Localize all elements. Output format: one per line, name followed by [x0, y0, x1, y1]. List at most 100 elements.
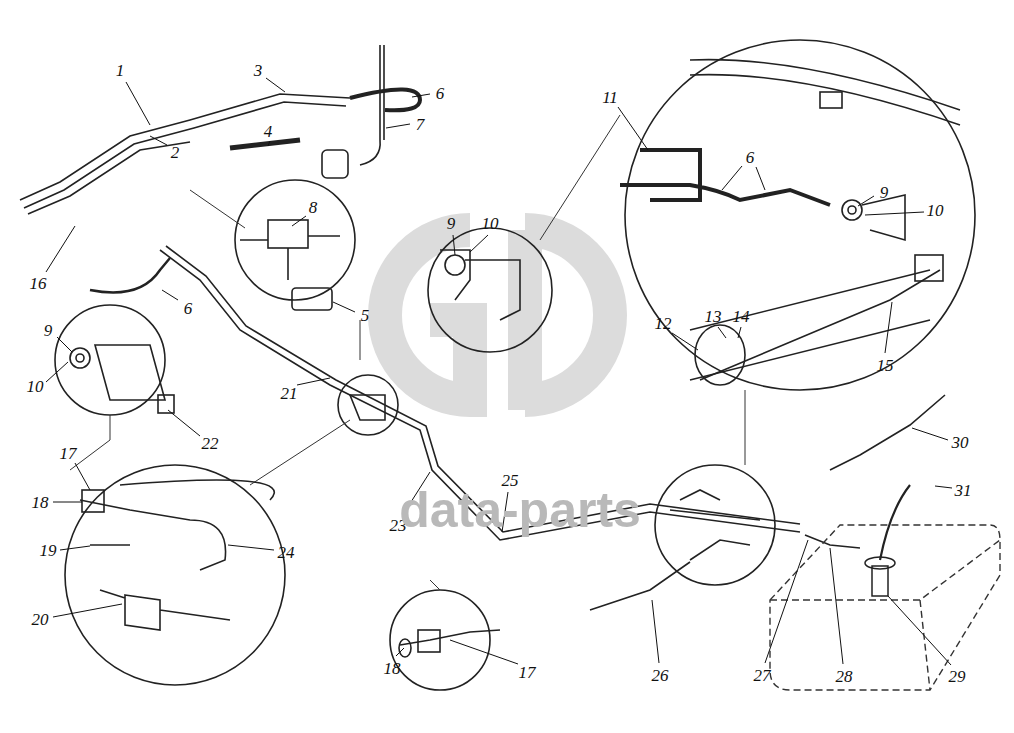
drawing-path	[350, 395, 385, 420]
drawing-path	[46, 226, 75, 272]
drawing-path	[885, 302, 892, 353]
drawing-path	[292, 216, 306, 226]
drawing-path	[470, 235, 488, 252]
callout-number: 10	[27, 378, 44, 395]
drawing-circle	[842, 200, 862, 220]
callout-number: 3	[254, 62, 263, 79]
drawing-circle	[848, 206, 856, 214]
callout-number: 29	[949, 668, 966, 685]
drawing-path	[672, 333, 698, 350]
drawing-path	[620, 150, 830, 205]
drawing-path	[400, 630, 500, 645]
watermark: data-parts	[399, 485, 641, 535]
callout-number: 9	[880, 184, 889, 201]
drawing-path	[700, 270, 940, 380]
drawing-path	[722, 166, 742, 190]
drawing-ellipse	[695, 325, 745, 385]
drawing-path	[360, 320, 361, 360]
drawing-path	[386, 124, 410, 128]
drawing-circle	[390, 590, 490, 690]
callout-number: 18	[384, 660, 401, 677]
callout-number: 1	[116, 62, 125, 79]
drawing-path	[765, 540, 808, 663]
drawing-circle	[76, 354, 84, 362]
drawing-path	[935, 486, 952, 488]
tank-unit	[865, 557, 895, 596]
drawing-path	[168, 410, 200, 436]
inset-circles	[55, 40, 975, 690]
drawing-circle	[65, 465, 285, 685]
drawing-rect	[915, 255, 943, 281]
callout-number: 12	[655, 315, 672, 332]
drawing-path	[770, 540, 1000, 690]
drawing-path	[53, 502, 82, 503]
drawing-path	[718, 327, 726, 338]
callout-number: 22	[202, 435, 219, 452]
drawing-path	[412, 94, 430, 97]
drawing-path	[540, 115, 620, 240]
drawing-path	[70, 415, 110, 470]
drawing-rect	[872, 566, 888, 596]
drawing-circle	[70, 348, 90, 368]
drawing-path	[162, 290, 178, 300]
callout-number: 17	[60, 445, 77, 462]
drawing-path	[453, 235, 455, 255]
drawing-path	[46, 362, 68, 382]
drawing-ellipse	[865, 557, 895, 569]
callout-number: 11	[602, 89, 618, 106]
drawing-path	[805, 535, 860, 548]
drawing-path	[60, 546, 90, 550]
pipes	[20, 45, 945, 610]
drawing-path	[440, 250, 520, 320]
callout-number: 6	[184, 300, 193, 317]
callout-number: 2	[171, 144, 180, 161]
drawing-path	[333, 302, 355, 312]
callout-number: 6	[746, 149, 755, 166]
callout-number: 28	[836, 668, 853, 685]
drawing-path	[830, 395, 945, 470]
drawing-path	[525, 230, 610, 410]
drawing-path	[266, 78, 285, 92]
callout-number: 17	[519, 664, 536, 681]
drawing-path	[618, 107, 648, 150]
drawing-path	[90, 258, 170, 293]
connector-lines	[70, 115, 745, 590]
drawing-circle	[625, 40, 975, 390]
callout-number: 20	[32, 611, 49, 628]
inset-details	[70, 60, 960, 657]
drawing-path	[862, 195, 905, 240]
callout-number: 13	[705, 308, 722, 325]
drawing-path	[57, 337, 72, 352]
callout-number: 16	[30, 275, 47, 292]
watermark-logo	[385, 230, 610, 410]
drawing-path	[396, 648, 404, 656]
drawing-rect	[322, 150, 348, 178]
drawing-path	[360, 45, 380, 165]
drawing-path	[385, 230, 470, 400]
callout-number: 26	[652, 667, 669, 684]
drawing-path	[190, 190, 245, 228]
callout-number: 8	[309, 199, 318, 216]
drawing-path	[240, 236, 340, 280]
callout-number: 9	[447, 215, 456, 232]
drawing-circle	[655, 465, 775, 585]
drawing-path	[670, 490, 760, 560]
drawing-path	[80, 480, 274, 570]
drawing-circle	[235, 180, 355, 300]
drawing-path	[830, 548, 843, 664]
drawing-path	[250, 420, 350, 485]
drawing-path	[652, 600, 659, 663]
drawing-circle	[55, 305, 165, 415]
drawing-path	[230, 140, 300, 148]
drawing-rect	[418, 630, 440, 652]
drawing-path	[95, 345, 165, 400]
drawing-path	[350, 89, 420, 110]
drawing-path	[297, 378, 330, 385]
drawing-path	[228, 545, 274, 550]
drawing-circle	[338, 375, 398, 435]
drawing-path	[880, 485, 910, 560]
drawing-circle	[445, 255, 465, 275]
drawing-ellipse	[399, 639, 411, 657]
